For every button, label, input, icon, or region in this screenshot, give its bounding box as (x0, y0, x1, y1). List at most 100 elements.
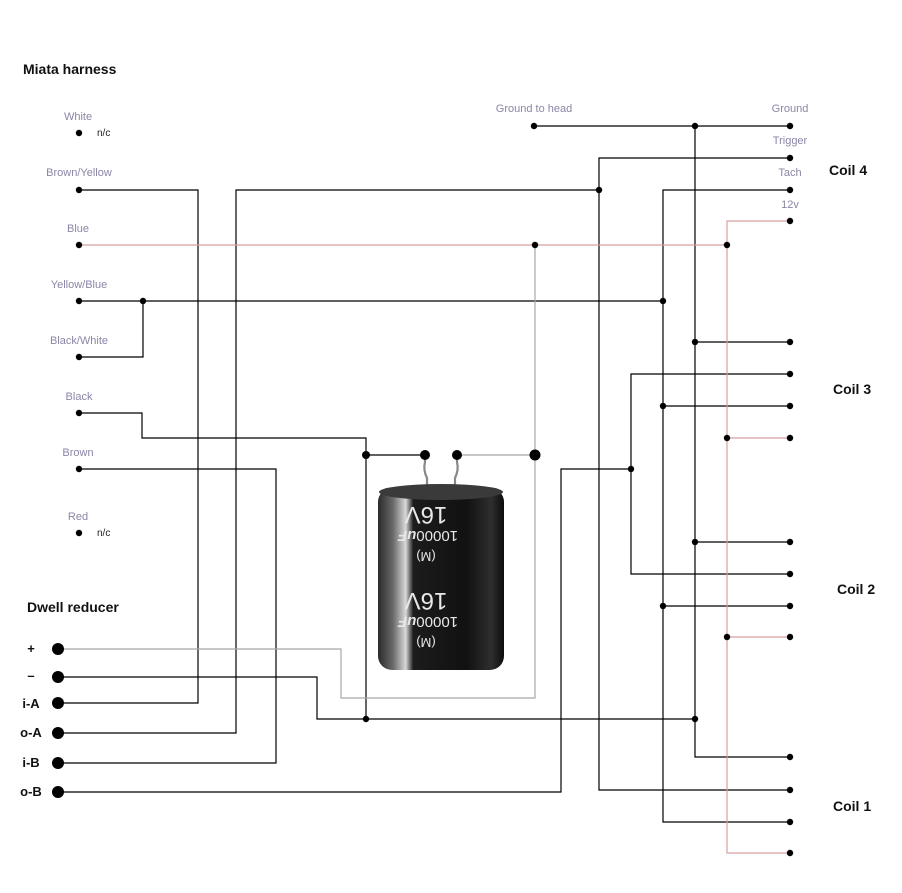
coil-2-label: Coil 2 (837, 581, 875, 597)
capacitor-print: (M) 10000uF 16V (M) 10000uF 16V (397, 501, 458, 650)
junction-12v-c3 (723, 434, 731, 442)
dwell-terminal-labels: + – i-A o-A i-B o-B (20, 641, 42, 799)
coil3-terminal-3 (786, 402, 794, 410)
capacitor-lead-right (453, 455, 459, 492)
harness-heading: Miata harness (23, 61, 117, 77)
junction-yb-bw (139, 297, 147, 305)
coil3-terminal-2 (786, 370, 794, 378)
wire-coil-trigger-3-2 (630, 373, 790, 575)
junction-trigger (595, 186, 603, 194)
dwell-terminal-plus (52, 643, 64, 655)
coil1-terminal-1 (786, 753, 794, 761)
wire-label-brown: Brown (62, 447, 93, 459)
coil-3-label: Coil 3 (833, 381, 871, 397)
node-blue (75, 241, 83, 249)
junction-ground-minus (691, 715, 699, 723)
junction-12v-c2 (723, 633, 731, 641)
wire-black (79, 412, 367, 719)
node-cap-wire-right (529, 449, 541, 461)
junction-tach-c3 (659, 402, 667, 410)
coil2-terminal-4 (786, 633, 794, 641)
node-yellow-blue (75, 297, 83, 305)
coil1-terminal-4 (786, 849, 794, 857)
node-ground-to-head (530, 122, 538, 130)
gray-wires (58, 245, 536, 699)
coil1-terminal-2 (786, 786, 794, 794)
cap-value-top: 10000uF (397, 613, 458, 630)
12v-label: 12v (781, 199, 799, 211)
node-white (75, 129, 83, 137)
coil2-terminal-1 (786, 538, 794, 546)
terminal-label-i-b: i-B (22, 755, 39, 770)
capacitor-lead-left (423, 455, 429, 492)
wire-label-white: White (64, 111, 92, 123)
capacitor-body (378, 488, 504, 670)
node-red (75, 529, 83, 537)
terminal-label-minus: – (27, 668, 34, 683)
node-black (75, 409, 83, 417)
junction-cap-ground (362, 715, 370, 723)
wire-o-a-to-trigger (58, 189, 599, 734)
node-cap-lead-negative (420, 450, 430, 460)
wire-label-black-white: Black/White (50, 335, 108, 347)
terminal-label-o-b: o-B (20, 784, 42, 799)
wire-label-black: Black (66, 391, 93, 403)
cap-tolerance-top: (M) (416, 635, 436, 650)
wire-label-red: Red (68, 511, 88, 523)
12v-wires (79, 220, 790, 854)
wire-ground-trunk (694, 126, 790, 758)
node-cap-lead-positive (452, 450, 462, 460)
wire-trigger (598, 157, 790, 791)
nodes (52, 122, 794, 857)
terminal-ground (786, 122, 794, 130)
coil-1-label: Coil 1 (833, 798, 871, 814)
junction-12v-gray (531, 241, 539, 249)
wires (58, 125, 790, 823)
terminal-12v (786, 217, 794, 225)
ground-to-head-label: Ground to head (496, 103, 572, 115)
terminal-label-plus: + (27, 641, 35, 656)
dwell-terminal-minus (52, 671, 64, 683)
nc-label-red: n/c (97, 528, 110, 539)
coil2-terminal-3 (786, 602, 794, 610)
ground-label: Ground (772, 103, 809, 115)
wire-minus-to-ground (58, 676, 695, 720)
junction-tach-c2 (659, 602, 667, 610)
wire-label-yellow-blue: Yellow/Blue (51, 279, 107, 291)
capacitor: (M) 10000uF 16V (M) 10000uF 16V (378, 455, 504, 670)
junction-ground (691, 122, 699, 130)
cap-tolerance-bottom: (M) (416, 549, 436, 564)
trigger-label: Trigger (773, 135, 808, 147)
coil-4-label: Coil 4 (829, 162, 867, 178)
cap-rating-top: 16V (405, 587, 448, 614)
tach-label: Tach (778, 167, 801, 179)
terminal-trigger (786, 154, 794, 162)
coil3-terminal-4 (786, 434, 794, 442)
cap-value-number-2: 10000 (416, 527, 458, 544)
junction-12v (723, 241, 731, 249)
wire-o-b (58, 468, 631, 793)
dwell-terminal-o-b (52, 786, 64, 798)
node-cap-wire-left (362, 451, 370, 459)
dwell-terminal-o-a (52, 727, 64, 739)
terminal-label-o-a: o-A (20, 725, 42, 740)
dwell-terminal-i-a (52, 697, 64, 709)
junction-tach (659, 297, 667, 305)
terminal-label-i-a: i-A (22, 696, 40, 711)
cap-rating-bottom: 16V (405, 501, 448, 528)
node-black-white (75, 353, 83, 361)
wire-label-blue: Blue (67, 223, 89, 235)
coil1-terminal-3 (786, 818, 794, 826)
wire-black-white (79, 301, 144, 358)
harness-labels: White n/c Brown/Yellow Blue Yellow/Blue … (46, 111, 112, 539)
coil3-terminal-1 (786, 338, 794, 346)
wire-brown-to-i-b (58, 468, 277, 764)
dwell-reducer-heading: Dwell reducer (27, 599, 119, 615)
wire-label-brown-yellow: Brown/Yellow (46, 167, 112, 179)
coil2-terminal-2 (786, 570, 794, 578)
junction-ground-c3 (691, 338, 699, 346)
node-brown (75, 465, 83, 473)
terminal-tach (786, 186, 794, 194)
nc-label-white: n/c (97, 128, 110, 139)
